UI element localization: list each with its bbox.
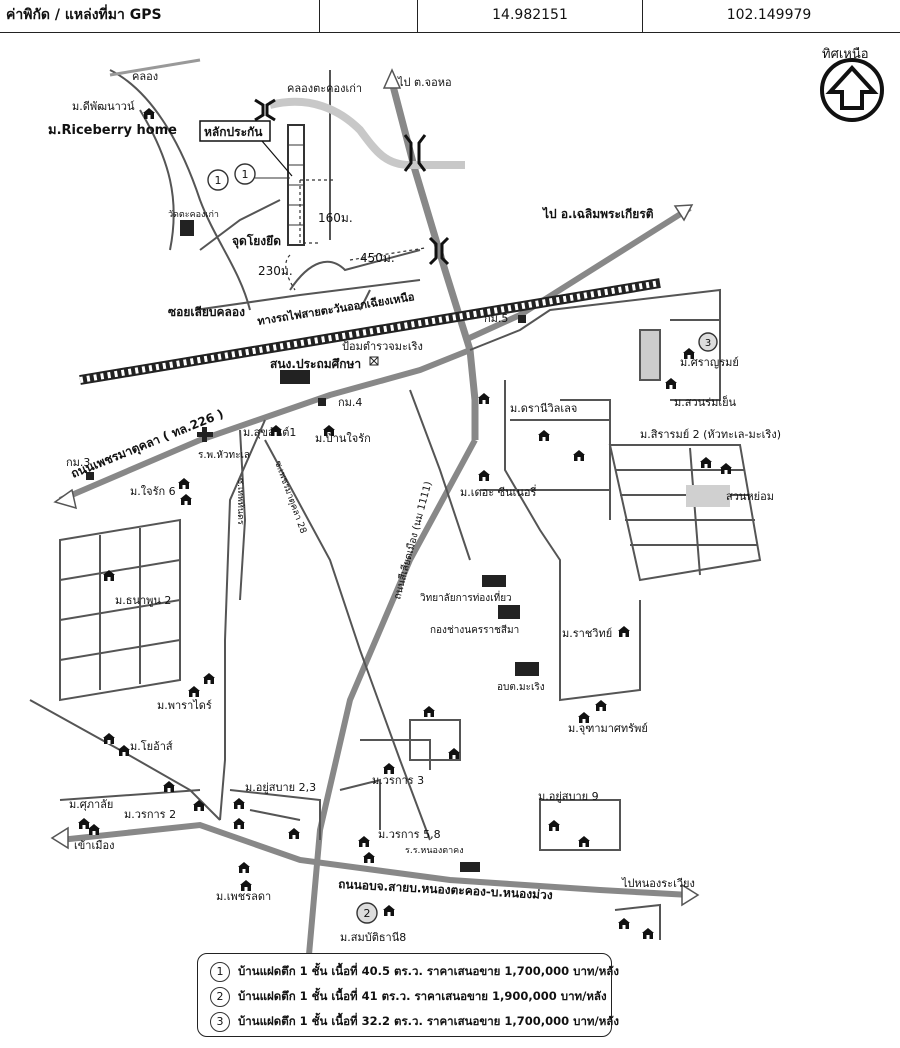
label-m-rachawit: ม.ราชวิทย์ (562, 627, 612, 640)
legend-number: 1 (210, 961, 230, 982)
coordinates-header: ค่าพิกัด / แหล่งที่มา GPS 14.982151 102.… (0, 0, 900, 33)
direction-arrows (50, 68, 700, 907)
latitude-value: 14.982151 (418, 0, 643, 32)
label-to-jorhor: ไป ต.จอหอ (397, 76, 452, 89)
house-icons (78, 108, 732, 939)
label-m-jairak6: ม.ใจรัก 6 (130, 485, 176, 498)
legend-number: 3 (210, 1011, 230, 1032)
label-police-box: ป้อมตำรวจมะเริง (342, 340, 423, 353)
label-m-yoosabai23: ม.อยู่สบาย 2,3 (245, 781, 316, 794)
label-dist-230: 230ม. (258, 264, 293, 278)
label-rr-nongtakong: ร.ร.หนองตาคง (405, 846, 464, 856)
marker-2: 2 (364, 907, 371, 920)
roads (29, 69, 762, 1001)
label-m-suksan: ม.สุขสันต์1 (243, 426, 296, 439)
hospital-cross-icon (197, 427, 213, 442)
landmark-box: หลักประกัน (199, 120, 271, 142)
label-wat-takhong-kao: วัดตะคองเก่า (168, 210, 219, 220)
label-dist-160: 160ม. (318, 211, 353, 225)
label-railway: ทางรถไฟสายตะวันออกเฉียงเหนือ (256, 289, 415, 328)
label-school-office: สนง.ประถมศึกษา (270, 357, 361, 371)
label-m-siraram2: ม.สิรารมย์ 2 (หัวทะเล-มะเริง) (640, 428, 781, 441)
label-m-sararom: ม.ศราญรมย์ (680, 356, 739, 369)
label-m-dipattawan: ม.ดีพัฒนาวน์ (72, 100, 135, 113)
label-nakhon-garage: กองช่างนครราชสีมา (430, 624, 519, 636)
label-km5: กม.5 (484, 312, 508, 325)
km5-marker-icon (518, 315, 526, 323)
label-m-suanrom: ม.สวนร่มเย็น (674, 395, 737, 409)
label-m-banjairak: ม.บ้านใจรัก (315, 432, 371, 445)
label-m-the-zenery: ม.เดอะ ซีนเนอรี่ (460, 484, 537, 499)
park-area (686, 485, 730, 507)
location-map: คลอง คลองตะคองเก่า ไป ต.จอหอ ม.ดีพัฒนาวน… (29, 46, 884, 1001)
label-m-worakan58: ม.วรการ 5,8 (378, 828, 441, 841)
label-m-pracha: ม.พาราไดร์ (157, 699, 212, 712)
marker-1b: 1 (242, 168, 249, 181)
police-box-icon (369, 356, 379, 366)
km3-marker-icon (86, 472, 94, 480)
label-m-worakan2: ม.วรการ 2 (124, 808, 176, 821)
label-petchmatukla-road: ถนนเพชรมาตุคลา ( ทล.226 ) (69, 407, 226, 482)
legend-text: บ้านแฝดตึก 1 ชั้น เนื้อที่ 40.5 ตร.ว. รา… (238, 964, 619, 978)
property-markers: 1 1 2 3 (207, 163, 718, 924)
label-m-sombat8: ม.สมบัติธานี8 (340, 931, 406, 944)
label-km3: กม.3 (66, 456, 90, 469)
label-nongsietmiang-road: ถนนสีเสียดเมือง (นม 1111) (391, 480, 434, 601)
label-to-city: เข้าเมือง (74, 839, 114, 852)
label-m-thanapoon2: ม.ธนาพูน 2 (115, 594, 171, 607)
label-m-dharani: ม.ดรานีวิลเลจ (510, 402, 577, 415)
label-connection-point: จุดโยงยึด (232, 233, 281, 249)
label-km4: กม.4 (338, 396, 362, 409)
label-soi-petchmatukla28: ซ.เพชรมาตุคลา 28 (272, 460, 308, 536)
km4-marker-icon (318, 398, 326, 406)
longitude-value: 102.149979 (726, 7, 812, 23)
label-m-petchlada: ม.เพชรลดา (216, 890, 271, 903)
label-rp-huathale: ร.พ.หัวทะเล (198, 450, 250, 461)
label-m-jutamat: ม.จุฑามาศทรัพย์ (568, 722, 648, 735)
old-canal (269, 97, 465, 169)
label-m-riceberry: ม.Riceberry home (48, 123, 177, 138)
label-to-nongrawiang: ไปหนองระเวียง (621, 877, 695, 890)
north-arrow-icon (820, 58, 884, 122)
building-icons (180, 220, 539, 872)
landmark-box-label: หลักประกัน (204, 125, 263, 139)
label-m-yoas: ม.โยอ้าส์ (130, 739, 173, 753)
label-m-sukalai: ม.ศุภาลัย (69, 798, 113, 811)
coordinates-title: ค่าพิกัด / แหล่งที่มา GPS (0, 0, 320, 32)
legend-item-1: 1 บ้านแฝดตึก 1 ชั้น เนื้อที่ 40.5 ตร.ว. ร… (210, 960, 619, 982)
legend-item-2: 2 บ้านแฝดตึก 1 ชั้น เนื้อที่ 41 ตร.ว. ราค… (210, 985, 607, 1007)
label-suan-yom: สวนหย่อม (726, 490, 774, 503)
label-m-yoosabai9: ม.อยู่สบาย 9 (538, 790, 599, 803)
railway-line (79, 278, 661, 385)
label-soi-taephatan: ซ.เทพทันดร (235, 478, 245, 525)
marker-1a: 1 (215, 174, 222, 187)
header-empty-cell (320, 0, 418, 32)
label-old-canal: คลองตะคองเก่า (287, 82, 362, 95)
label-canal-side-road: ซอยเลียบคลอง (168, 305, 245, 319)
label-obt-maroeng: อบต.มะเริง (497, 682, 545, 693)
label-to-chalerm: ไป อ.เฉลิมพระเกียรติ (541, 206, 654, 221)
label-m-worakan3: ม.วรการ 3 (372, 774, 424, 787)
legend-text: บ้านแฝดตึก 1 ชั้น เนื้อที่ 41 ตร.ว. ราคา… (238, 989, 607, 1003)
legend-item-3: 3 บ้านแฝดตึก 1 ชั้น เนื้อที่ 32.2 ตร.ว. ร… (210, 1010, 619, 1032)
label-canal: คลอง (132, 70, 158, 83)
marker-3: 3 (705, 338, 711, 349)
label-dist-450: 450ม. (360, 251, 395, 265)
legend-text: บ้านแฝดตึก 1 ชั้น เนื้อที่ 32.2 ตร.ว. รา… (238, 1014, 619, 1028)
bridge-icon (254, 98, 450, 266)
north-label: ทิศเหนือ (822, 46, 869, 62)
label-tourism-college: วิทยาลัยการท่องเที่ยว (420, 590, 512, 604)
legend-number: 2 (210, 986, 230, 1007)
price-legend: 1 บ้านแฝดตึก 1 ชั้น เนื้อที่ 40.5 ตร.ว. ร… (197, 953, 619, 1037)
